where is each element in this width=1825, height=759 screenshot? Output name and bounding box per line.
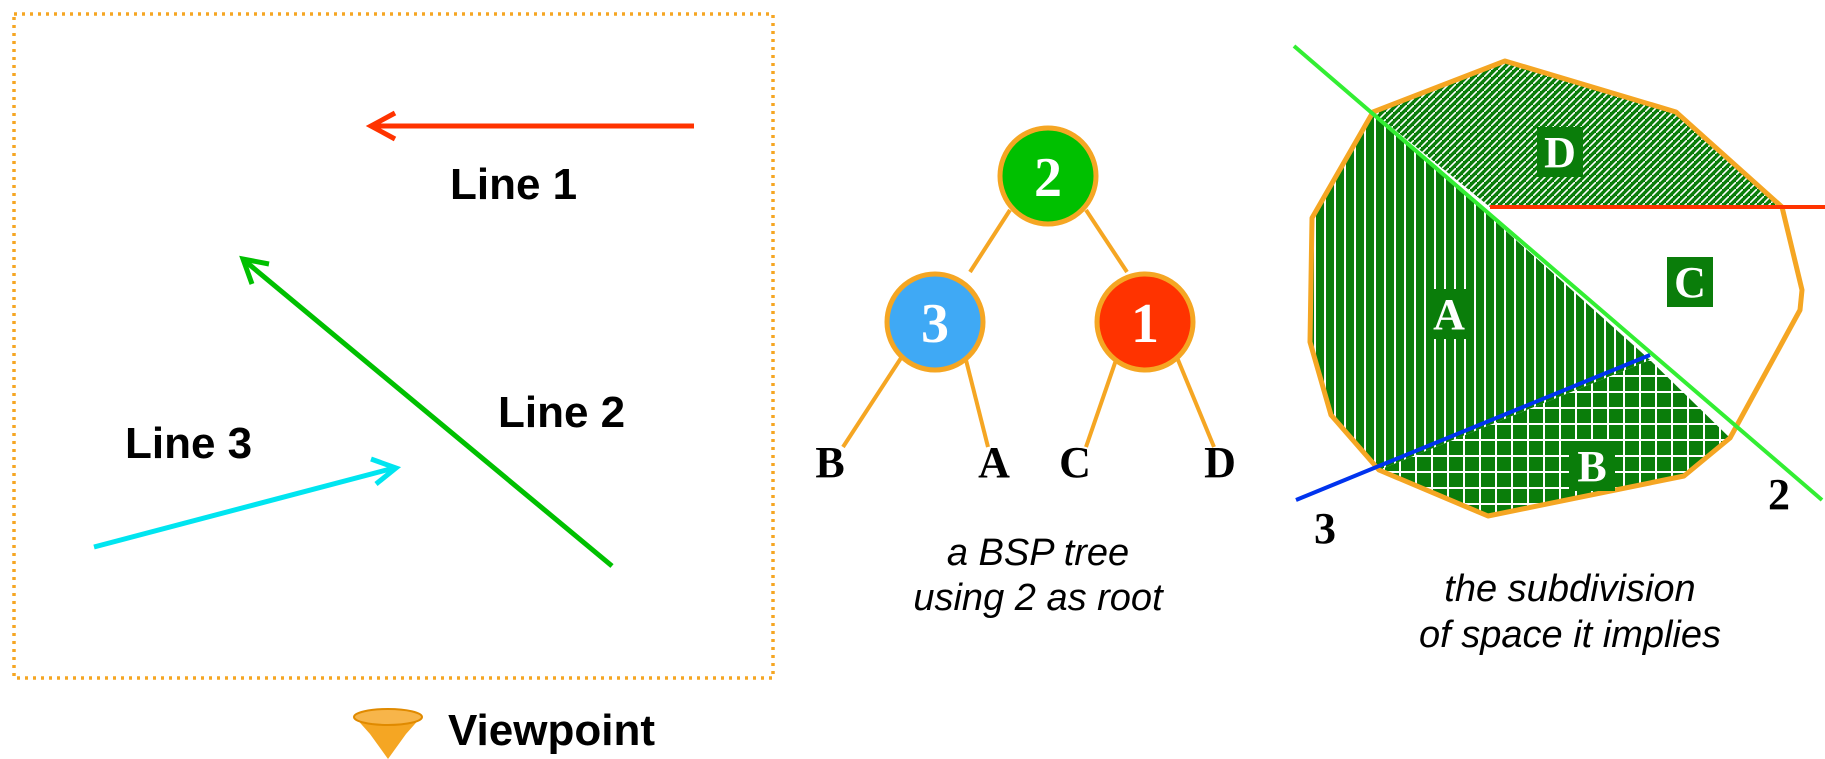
tree-node-right-label: 1 [1131, 293, 1159, 355]
viewpoint-label: Viewpoint [448, 706, 655, 755]
line-1-label: Line 1 [450, 160, 577, 209]
region-b-label-text: B [1577, 442, 1606, 491]
viewpoint-icon [353, 708, 423, 759]
subdivision-caption-line-2: of space it implies [1419, 614, 1721, 656]
split-line-3-label: 3 [1314, 504, 1336, 553]
region-c-label: C [1667, 257, 1713, 307]
line-3-arrow [93, 456, 402, 550]
tree-node-root: 2 [997, 125, 1099, 227]
tree-leaf-b: B [815, 438, 844, 487]
region-d-label-text: D [1544, 128, 1576, 177]
region-c-label-text: C [1674, 258, 1706, 307]
region-a-label: A [1426, 289, 1472, 339]
region-c [1490, 207, 1802, 476]
scene-frame [12, 12, 775, 680]
region-a-label-text: A [1433, 290, 1465, 339]
line-3-label: Line 3 [125, 419, 252, 468]
region-b-label: B [1569, 441, 1615, 491]
line-2-arrow [239, 255, 614, 568]
tree-node-right: 1 [1094, 271, 1196, 373]
region-d-label: D [1537, 127, 1583, 177]
tree-leaf-c: C [1059, 438, 1091, 487]
tree-caption-line-1: a BSP tree [947, 532, 1129, 574]
tree-leaf-d: D [1204, 438, 1236, 487]
tree-node-left-label: 3 [921, 293, 949, 355]
subdivision-caption-line-1: the subdivision [1444, 568, 1695, 610]
tree-leaf-a: A [978, 438, 1010, 487]
split-line-2 [1292, 44, 1824, 502]
space-boundary [1307, 58, 1805, 519]
tree-node-left: 3 [884, 271, 986, 373]
line-2-label: Line 2 [498, 388, 625, 437]
region-a [1310, 112, 1650, 470]
line-1-arrow [365, 110, 694, 142]
split-line-3 [1295, 353, 1651, 502]
tree-caption-line-2: using 2 as root [913, 577, 1164, 619]
region-b [1379, 360, 1730, 516]
tree-edges [841, 208, 1216, 449]
split-line-2-label: 2 [1768, 470, 1790, 519]
tree-node-root-label: 2 [1034, 147, 1062, 209]
